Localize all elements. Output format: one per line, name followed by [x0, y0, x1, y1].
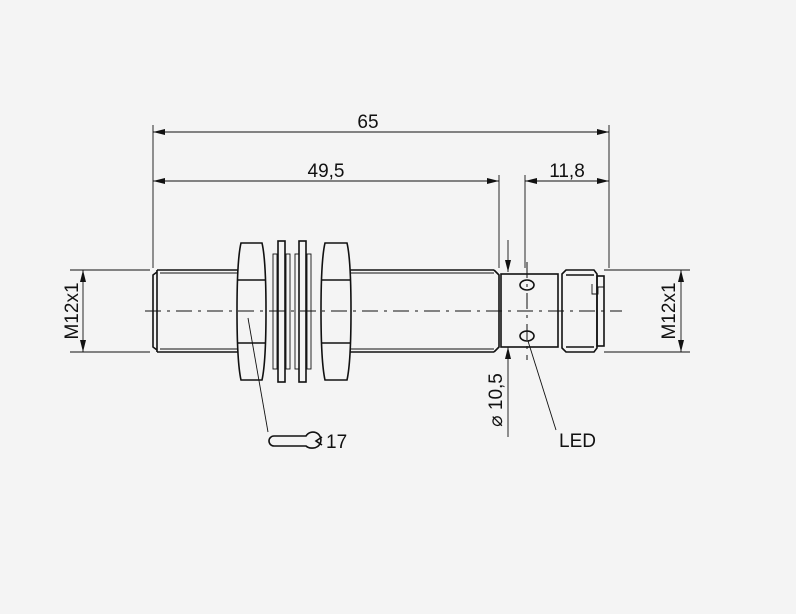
led-window-top: [519, 279, 535, 291]
dimension-11-8: 11,8: [525, 161, 609, 184]
dim-49-5-label: 49,5: [308, 161, 345, 182]
diameter-label: ⌀ 10,5: [486, 373, 507, 427]
thread-right-label: M12x1: [659, 282, 680, 339]
nut-1: [236, 242, 267, 381]
dim-11-8-label: 11,8: [549, 161, 585, 182]
wrench-size-label: 17: [326, 432, 347, 453]
dimension-thread-right: M12x1: [659, 270, 684, 352]
wrench-leader: [247, 317, 269, 433]
dimension-diameter: ⌀ 10,5: [486, 240, 511, 437]
dimension-thread-left: M12x1: [62, 270, 86, 352]
led-label: LED: [559, 431, 596, 452]
nut-2: [320, 242, 352, 381]
dimension-49-5: 49,5: [153, 161, 499, 184]
thread-left-label: M12x1: [62, 282, 83, 339]
dimension-65: 65: [153, 112, 609, 135]
dim-65-label: 65: [357, 112, 378, 133]
wrench-icon: [268, 431, 323, 449]
led-leader: [527, 340, 557, 431]
